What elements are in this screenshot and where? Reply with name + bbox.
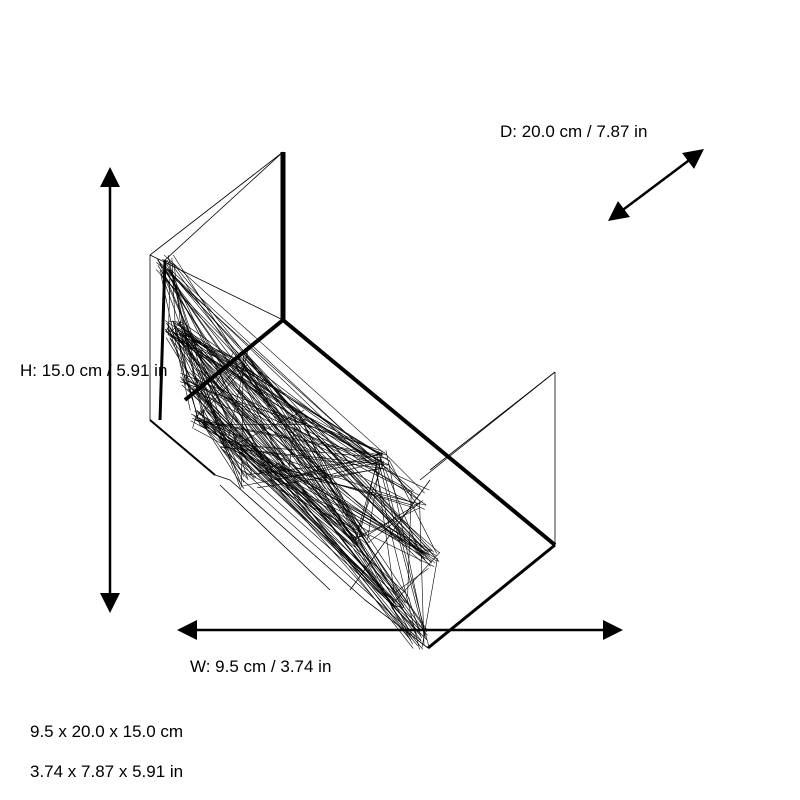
height-label: H: 15.0 cm / 5.91 in xyxy=(20,361,168,380)
width-label: W: 9.5 cm / 3.74 in xyxy=(190,657,332,676)
wireframe-model xyxy=(149,151,557,650)
summary-in: 3.74 x 7.87 x 5.91 in xyxy=(30,762,184,781)
summary-cm: 9.5 x 20.0 x 15.0 cm xyxy=(30,722,184,741)
depth-label: D: 20.0 cm / 7.87 in xyxy=(500,122,648,141)
depth-arrow xyxy=(608,149,704,221)
